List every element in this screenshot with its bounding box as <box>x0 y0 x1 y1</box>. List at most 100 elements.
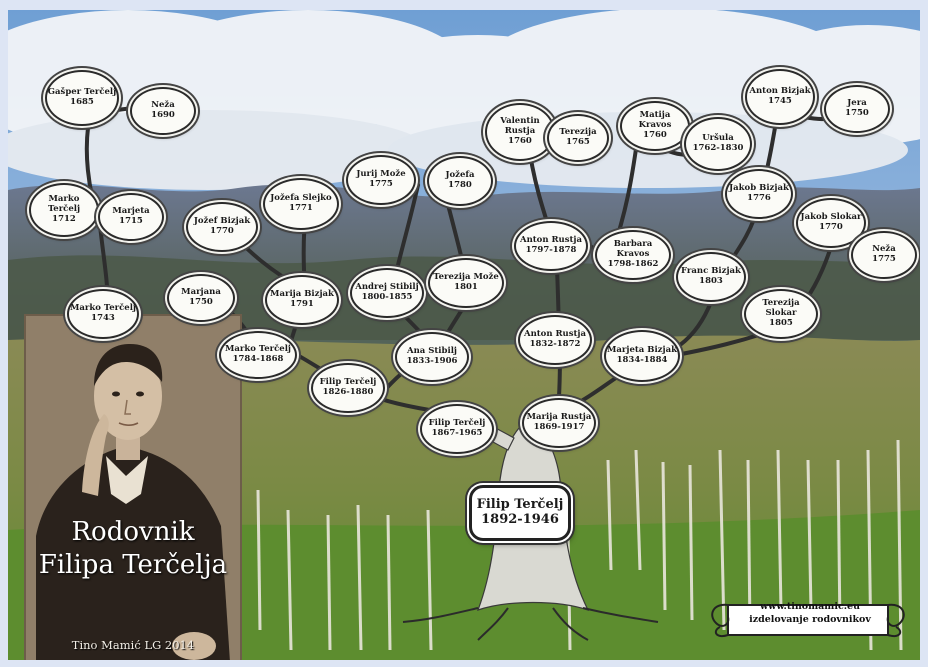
person-name: Anton Rustja <box>523 329 587 340</box>
person-name: Valentin Rustja <box>500 116 540 137</box>
person-years: 1800-1855 <box>361 292 413 302</box>
person-name: Jožefa Slejko <box>270 193 332 204</box>
website-url[interactable]: www.tinomamic.eu <box>759 601 861 612</box>
family-tree-scene: Rodovnik Filipa Terčelja Tino Mamić LG 2… <box>8 10 920 660</box>
root-person-node: Filip Terčelj 1892-1946 <box>469 485 571 541</box>
person-years: 1833-1906 <box>406 356 458 366</box>
person-name: Marjeta Bizjak <box>607 345 677 356</box>
person-years: 1770 <box>210 226 234 236</box>
person-years: 1832-1872 <box>529 339 581 349</box>
person-years: 1685 <box>70 97 94 107</box>
person-name: Anton Bizjak <box>749 86 811 97</box>
portrait-photo <box>26 316 240 660</box>
person-years: 1760 <box>508 135 532 146</box>
person-name: Jožef Bizjak <box>193 216 251 227</box>
person-name: Franc Bizjak <box>681 266 741 277</box>
person-years: 1750 <box>845 108 869 118</box>
person-name: Jera <box>847 98 867 109</box>
person-years: 1803 <box>699 276 723 286</box>
person-name: Uršula <box>702 133 734 144</box>
person-years: 1745 <box>768 96 792 106</box>
person-years: 1867-1965 <box>431 428 483 438</box>
person-name: Andrej Stibilj <box>355 282 419 293</box>
person-years: 1743 <box>91 313 115 323</box>
person-years: 1797-1878 <box>525 245 577 255</box>
root-person-years: 1892-1946 <box>481 512 559 527</box>
person-name: Marija Rustja <box>526 412 592 423</box>
portrait-title: Rodovnik Filipa Terčelja <box>26 516 240 581</box>
website-banner <box>711 603 905 637</box>
person-name: Matija Kravos <box>638 110 672 131</box>
person-years: 1834-1884 <box>616 355 668 365</box>
person-name: Filip Terčelj <box>319 377 377 388</box>
person-name: Jakob Bizjak <box>729 183 789 194</box>
portrait-panel: Rodovnik Filipa Terčelja Tino Mamić LG 2… <box>24 314 242 660</box>
person-name: Jurij Može <box>356 169 406 180</box>
person-years: 1775 <box>872 254 896 264</box>
person-years: 1750 <box>189 297 213 307</box>
portrait-title-line2: Filipa Terčelja <box>38 549 228 580</box>
person-name: Jožefa <box>445 170 475 181</box>
person-name: Marko Terčelj <box>47 194 81 215</box>
person-years: 1765 <box>566 137 590 147</box>
person-years: 1776 <box>747 193 771 203</box>
person-years: 1771 <box>289 203 313 213</box>
person-name: Terezija Može <box>433 272 499 283</box>
person-years: 1775 <box>369 179 393 189</box>
person-name: Terezija Slokar <box>762 298 800 319</box>
person-name: Jakob Slokar <box>800 212 862 223</box>
person-years: 1762-1830 <box>692 143 744 153</box>
person-years: 1690 <box>151 110 175 120</box>
person-years: 1760 <box>643 129 667 140</box>
person-name: Marjeta <box>112 206 150 217</box>
person-years: 1712 <box>52 213 76 224</box>
person-years: 1791 <box>290 299 314 309</box>
website-tagline: izdelovanje rodovnikov <box>749 613 871 625</box>
person-years: 1798-1862 <box>607 258 659 269</box>
website-text: www.tinomamic.eu izdelovanje rodovnikov <box>748 601 872 627</box>
portrait-title-line1: Rodovnik <box>71 517 195 547</box>
person-name: Anton Rustja <box>519 235 583 246</box>
person-years: 1715 <box>119 216 143 226</box>
person-years: 1801 <box>454 282 478 292</box>
portrait-credit: Tino Mamić LG 2014 <box>71 638 195 652</box>
person-name: Neža <box>872 244 896 255</box>
person-years: 1780 <box>448 180 472 190</box>
root-person-name: Filip Terčelj <box>476 497 564 513</box>
person-years: 1869-1917 <box>533 422 585 432</box>
person-name: Terezija <box>559 127 597 138</box>
person-name: Gašper Terčelj <box>47 87 117 98</box>
tree-roots <box>402 607 659 641</box>
person-name: Filip Terčelj <box>428 418 486 429</box>
person-name: Marija Bizjak <box>270 289 334 300</box>
person-years: 1784-1868 <box>232 354 284 364</box>
